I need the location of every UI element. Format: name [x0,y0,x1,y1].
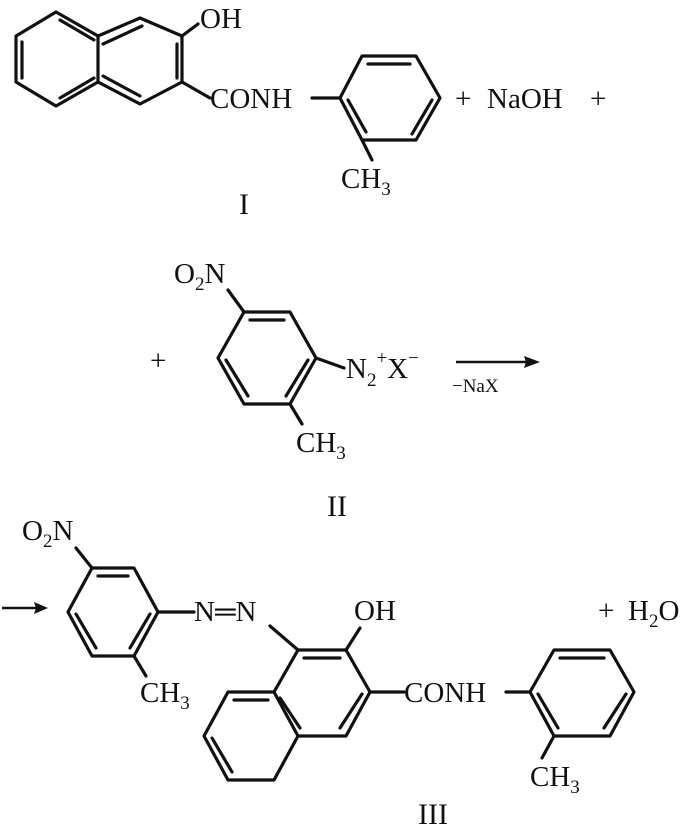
compound-i-double-bond [58,76,96,100]
compound-ii-ch3-label: CH3 [296,427,346,464]
product-double-bond [210,736,234,774]
naoh-label: NaOH [487,83,563,115]
compound-ii-structure: + O2N N2+X− CH3 II [150,258,419,523]
compound-ii-nitro-bond [226,288,246,314]
product-conh-label: CONH [404,677,486,709]
product-azo-naphthol-bond [268,624,300,652]
compound-i-double-bond [410,98,434,136]
compound-ii-double-bond [224,358,250,398]
compound-ii-methyl-bond [288,402,304,426]
water-label: H2O [628,595,679,632]
reaction-arrow-head [524,356,540,368]
product-iii-structure: O2N N═N CH3 OH CONH CH3 III [2,515,636,831]
compound-i-ch3-label: CH3 [341,163,391,200]
plus-sign-2: + [590,83,606,115]
compound-i-oh-label: OH [200,3,242,35]
compound-i-tolyl-ring [338,54,442,142]
product-naphthol-ring-right [272,648,372,738]
product-ch3-left-label: CH3 [140,677,190,714]
product-double-bond [536,692,560,730]
product-methyl-bond-left [132,654,148,678]
compound-ii-diazo-bond [314,356,346,370]
compound-i-double-bond [101,74,142,98]
compound-i-double-bond [58,18,96,42]
compound-i-amide-bond [180,80,212,100]
compound-i-double-bond [346,98,368,134]
product-double-bond [338,692,364,730]
compound-ii-double-bond [284,358,310,398]
plus-sign-1: + [455,83,471,115]
product-double-bond [602,692,628,730]
compound-i-label: I [239,188,249,221]
product-nitrotoluene-ring [66,566,160,658]
compound-i-methyl-bond [360,138,374,162]
plus-sign-3: + [150,345,166,377]
reaction-condition-label: −NaX [452,376,499,397]
product-nitro-bond [74,546,94,570]
continuation-arrow-head [34,602,48,614]
product-azo-label: N═N [194,596,256,628]
compound-i-conh-label: CONH [210,83,292,115]
product-methyl-bond-right [540,734,556,760]
compound-i-naphthalene-bonds [96,16,184,106]
compound-ii-o2n-label: O2N [174,258,225,295]
plus-sign-4: + [598,595,614,627]
product-oh-label: OH [354,595,396,627]
product-double-bond [278,696,302,730]
product-double-bond [128,612,152,650]
product-o2n-label: O2N [22,515,73,552]
compound-i-structure: OH CONH CH3 I [14,3,442,221]
compound-i-double-bond [101,24,144,46]
compound-ii-diazonium-label: N2+X− [346,348,419,391]
compound-ii-label: II [327,490,347,523]
product-iii-label: III [418,798,448,831]
compound-ii-benzene-ring [216,310,318,406]
product-oh-bond [344,626,362,652]
compound-i-oh-bond [180,22,200,38]
product-double-bond [74,612,98,650]
compound-i-left-ring-bonds [14,10,100,108]
reaction-arrow: −NaX [452,356,540,397]
product-ch3-right-label: CH3 [530,761,580,798]
product-tolyl-ring [528,648,636,738]
product-naphthol-ring-left [202,690,300,782]
